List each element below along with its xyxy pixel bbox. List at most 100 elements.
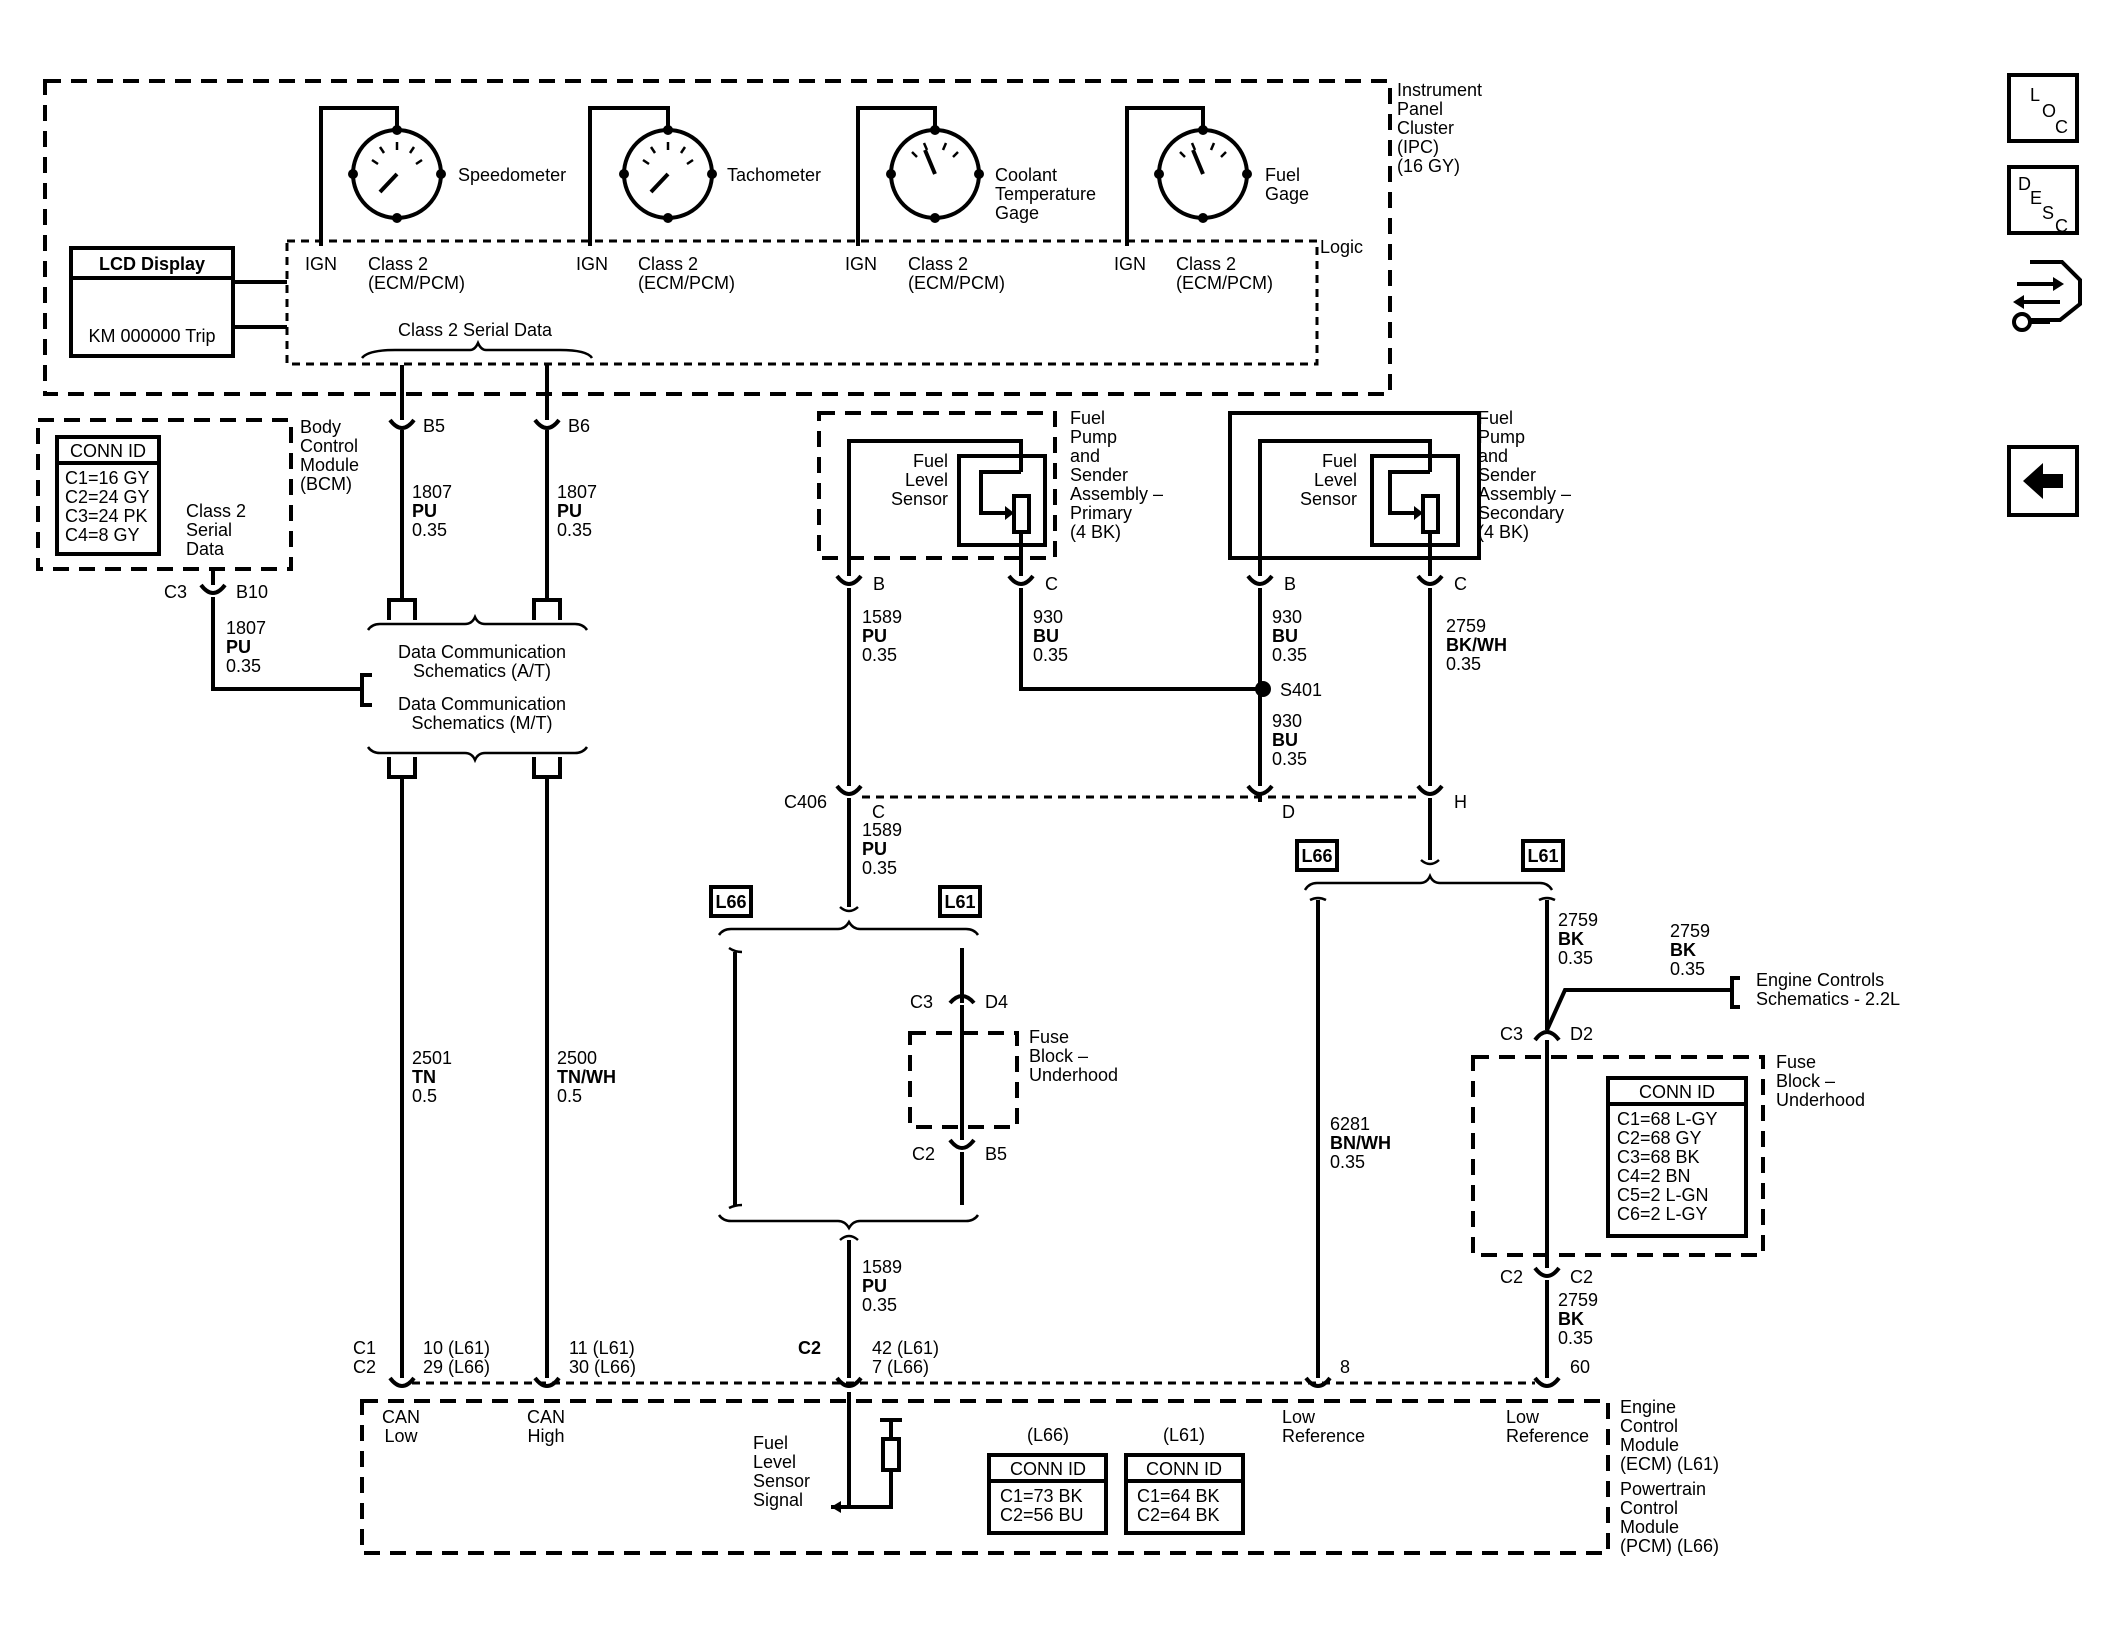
- wire-2501-color: TN: [412, 1067, 436, 1087]
- ecm-pins-can-low-2: 29 (L66): [423, 1357, 490, 1377]
- serial-data-label: Class 2 Serial Data: [398, 320, 553, 340]
- bcm-conn-id-title: CONN ID: [70, 441, 146, 461]
- wire-2500-size: 0.5: [557, 1086, 582, 1106]
- ipc-connectors: B5 B6 1807 PU 0.35 1807 PU 0.35: [387, 365, 597, 620]
- bcm-serial-2: Serial: [186, 520, 232, 540]
- ipc-outline: [43, 79, 1392, 396]
- back-button[interactable]: [2007, 445, 2079, 517]
- fuel-primary-title-3: and: [1070, 446, 1100, 466]
- wire-1589-a-color: PU: [862, 626, 887, 646]
- fuse-right-title-1: Fuse: [1776, 1052, 1816, 1072]
- fuel-secondary-title-7: (4 BK): [1478, 522, 1529, 542]
- can-high-2: High: [527, 1426, 564, 1446]
- splice-s401-label: S401: [1280, 680, 1322, 700]
- wire-2759-c-color: BK: [1670, 940, 1696, 960]
- fuse-left-c3: C3: [910, 992, 933, 1012]
- wire-2501-num: 2501: [412, 1048, 452, 1068]
- class2-label-1a: Class 2: [368, 254, 428, 274]
- speedometer-gauge: Speedometer: [319, 106, 566, 246]
- option-l66-right: [1295, 839, 1339, 872]
- pcm-title-1: Powertrain: [1620, 1479, 1706, 1499]
- ipc-title-4: (IPC): [1397, 137, 1439, 157]
- ecm-pin-60: 60: [1570, 1357, 1590, 1377]
- pin-c-secondary: C: [1454, 574, 1467, 594]
- l66-header: (L66): [1027, 1425, 1069, 1445]
- fuse-right-c2-a: C2: [1500, 1267, 1523, 1287]
- fuse-left-b5: B5: [985, 1144, 1007, 1164]
- low-ref-b-2: Reference: [1506, 1426, 1589, 1446]
- fuel-primary-title-2: Pump: [1070, 427, 1117, 447]
- wire-6281-num: 6281: [1330, 1114, 1370, 1134]
- pcm-title-4: (PCM) (L66): [1620, 1536, 1719, 1556]
- ipc-title-2: Panel: [1397, 99, 1443, 119]
- coolant-label-3: Gage: [995, 203, 1039, 223]
- fuel-secondary-title-6: Secondary: [1478, 503, 1564, 523]
- wire-2759-a-num: 2759: [1446, 616, 1486, 636]
- fuel-gauge: Fuel Gage: [1125, 106, 1309, 246]
- location-button[interactable]: L O C: [2007, 73, 2079, 143]
- desc-letter-e: E: [2030, 188, 2042, 208]
- fuse-left-title-3: Underhood: [1029, 1065, 1118, 1085]
- wire-1807-c-num: 1807: [226, 618, 266, 638]
- option-l66-left: [709, 885, 753, 918]
- fuse-block-right: [1471, 1055, 1765, 1257]
- fuse-left-title-2: Block –: [1029, 1046, 1088, 1066]
- tachometer-label: Tachometer: [727, 165, 821, 185]
- low-ref-a-2: Reference: [1282, 1426, 1365, 1446]
- l61-conn-id-table: [1124, 1453, 1245, 1535]
- wire-1589-c-num: 1589: [862, 1257, 902, 1277]
- wire-6281-color: BN/WH: [1330, 1133, 1391, 1153]
- coolant-label-2: Temperature: [995, 184, 1096, 204]
- fuel-primary-sensor-3: Sensor: [891, 489, 948, 509]
- loc-letter-l: L: [2030, 85, 2040, 105]
- ign-label-1: IGN: [305, 254, 337, 274]
- speedometer-label: Speedometer: [458, 165, 566, 185]
- wire-1807-a-size: 0.35: [412, 520, 447, 540]
- data-comm-at-2: Schematics (A/T): [413, 661, 551, 681]
- fuel-primary-title-6: Primary: [1070, 503, 1132, 523]
- description-button[interactable]: D E S C: [2007, 165, 2079, 236]
- wire-1589-a-num: 1589: [862, 607, 902, 627]
- ipc-title-5: (16 GY): [1397, 156, 1460, 176]
- class2-label-4a: Class 2: [1176, 254, 1236, 274]
- ipc-title-1: Instrument: [1397, 80, 1482, 100]
- fuse-conn-4: C4=2 BN: [1617, 1166, 1691, 1186]
- option-l66-right-label: L66: [1301, 846, 1332, 866]
- coolant-label-1: Coolant: [995, 165, 1057, 185]
- desc-letter-s: S: [2042, 203, 2054, 223]
- desc-letter-c: C: [2055, 216, 2068, 236]
- wire-930-c-size: 0.35: [1272, 749, 1307, 769]
- fuel-primary-title-4: Sender: [1070, 465, 1128, 485]
- wire-1807-a-num: 1807: [412, 482, 452, 502]
- fuel-pump-primary: Fuel Pump and Sender Assembly – Primary …: [817, 408, 1263, 786]
- bcm-module: Body Control Module (BCM) CONN ID C1=16 …: [36, 417, 362, 691]
- fuel-gauge-label-2: Gage: [1265, 184, 1309, 204]
- bcm-conn-1: C1=16 GY: [65, 468, 150, 488]
- fuse-right-title-2: Block –: [1776, 1071, 1835, 1091]
- tachometer-gauge: Tachometer: [588, 106, 821, 246]
- bcm-conn-c3: C3: [164, 582, 187, 602]
- coolant-gauge: Coolant Temperature Gage: [856, 106, 1096, 246]
- class2-label-3b: (ECM/PCM): [908, 273, 1005, 293]
- bcm-conn-2: C2=24 GY: [65, 487, 150, 507]
- fuse-conn-3: C3=68 BK: [1617, 1147, 1700, 1167]
- ecm-pins-can-high-2: 30 (L66): [569, 1357, 636, 1377]
- fuel-pump-secondary: Fuel Pump and Sender Assembly – Secondar…: [1228, 408, 1571, 786]
- connector-end-view-icon[interactable]: [2012, 260, 2082, 332]
- loc-letter-o: O: [2042, 101, 2056, 121]
- fuel-secondary-title-4: Sender: [1478, 465, 1536, 485]
- wire-1589-c-size: 0.35: [862, 1295, 897, 1315]
- nav-buttons: L O C D E S C: [2007, 73, 2082, 517]
- wire-2501-size: 0.5: [412, 1086, 437, 1106]
- fuel-primary-outline: [817, 411, 1057, 560]
- fuel-gauge-label-1: Fuel: [1265, 165, 1300, 185]
- ecm-title-2: Control: [1620, 1416, 1678, 1436]
- fuse-right-d2: D2: [1570, 1024, 1593, 1044]
- ecm-title-1: Engine: [1620, 1397, 1676, 1417]
- pin-b6: B6: [568, 416, 590, 436]
- data-comm-at-1: Data Communication: [398, 642, 566, 662]
- bcm-serial-3: Data: [186, 539, 225, 559]
- ecm-conn-c1: C1: [353, 1338, 376, 1358]
- lcd-title: LCD Display: [99, 254, 205, 274]
- pin-b-secondary: B: [1284, 574, 1296, 594]
